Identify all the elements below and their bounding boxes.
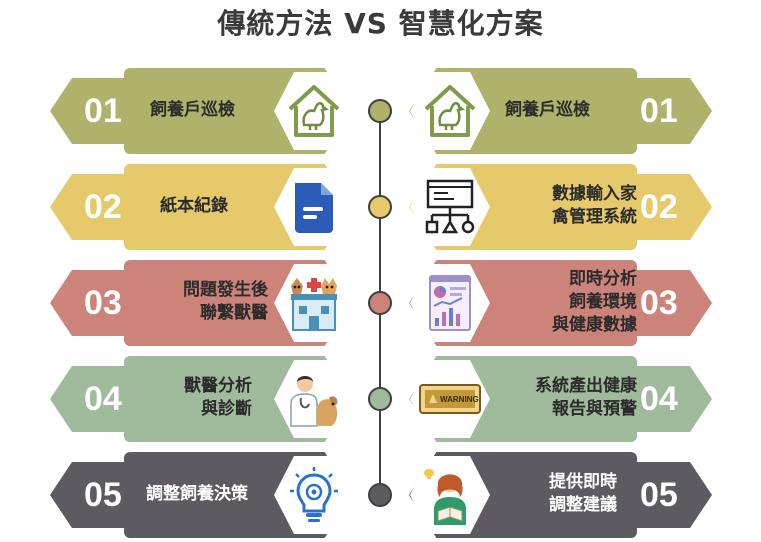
left-label: 問題發生後 聯繫獸醫 bbox=[183, 280, 268, 323]
timeline-dot-5 bbox=[368, 483, 392, 507]
right-icon-hex bbox=[410, 264, 490, 342]
right-label: 數據輸入家 禽管理系統 bbox=[552, 184, 637, 227]
row-2: 02 紙本紀錄 02 數據輸入家 禽管理系統 bbox=[0, 164, 761, 250]
warning-sign-icon: WARNING bbox=[419, 384, 481, 414]
right-number-badge: 04 bbox=[612, 366, 712, 432]
right-label: 即時分析 飼養環境 與健康數據 bbox=[552, 269, 637, 335]
right-icon-hex bbox=[410, 168, 490, 246]
right-number-badge: 01 bbox=[612, 78, 712, 144]
left-label: 調整飼養決策 bbox=[146, 484, 248, 504]
row-3: 03 問題發生後 聯繫獸醫 03 bbox=[0, 260, 761, 346]
timeline-dot-4 bbox=[368, 387, 392, 411]
dashboard-icon bbox=[429, 275, 471, 331]
left-label: 紙本紀錄 bbox=[160, 196, 228, 216]
row-4: 04 獸醫分析 與診斷 04 WARNING 系統產出健康 報告與預警 bbox=[0, 356, 761, 442]
right-icon-hex bbox=[410, 72, 490, 150]
chicken-house-icon bbox=[288, 85, 340, 137]
right-number-badge: 02 bbox=[612, 174, 712, 240]
left-label: 獸醫分析 與診斷 bbox=[184, 376, 252, 419]
row-5: 05 調整飼養決策 05 提供即時 調整建議 bbox=[0, 452, 761, 538]
right-icon-hex: WARNING bbox=[410, 360, 490, 438]
right-label: 飼養戶巡檢 bbox=[505, 100, 590, 120]
system-flow-icon bbox=[425, 179, 475, 234]
warning-sign-text: WARNING bbox=[440, 395, 479, 404]
document-icon bbox=[295, 183, 333, 233]
left-icon-hex bbox=[274, 264, 354, 342]
vet-clinic-icon bbox=[291, 278, 337, 331]
left-icon-hex bbox=[274, 360, 354, 438]
idea-bulb-icon bbox=[290, 467, 338, 522]
left-number-badge: 05 bbox=[50, 462, 150, 528]
left-icon-hex bbox=[274, 456, 354, 534]
row-1: 01 飼養戶巡檢 01 飼養戶巡檢 bbox=[0, 68, 761, 154]
timeline-dot-3 bbox=[368, 291, 392, 315]
timeline-dot-2 bbox=[368, 195, 392, 219]
left-label: 飼養戶巡檢 bbox=[150, 100, 235, 120]
page-title: 傳統方法 VS 智慧化方案 bbox=[217, 7, 544, 40]
right-label: 提供即時 調整建議 bbox=[549, 472, 617, 515]
person-reading-icon bbox=[424, 469, 466, 525]
right-icon-hex bbox=[410, 456, 490, 534]
left-icon-hex bbox=[274, 72, 354, 150]
left-icon-hex bbox=[274, 168, 354, 246]
timeline-dot-1 bbox=[368, 99, 392, 123]
chicken-house-icon bbox=[424, 85, 476, 137]
right-number-badge: 05 bbox=[612, 462, 712, 528]
veterinarian-icon bbox=[290, 376, 338, 427]
right-label: 系統產出健康 報告與預警 bbox=[535, 376, 637, 419]
right-number-badge: 03 bbox=[612, 270, 712, 336]
